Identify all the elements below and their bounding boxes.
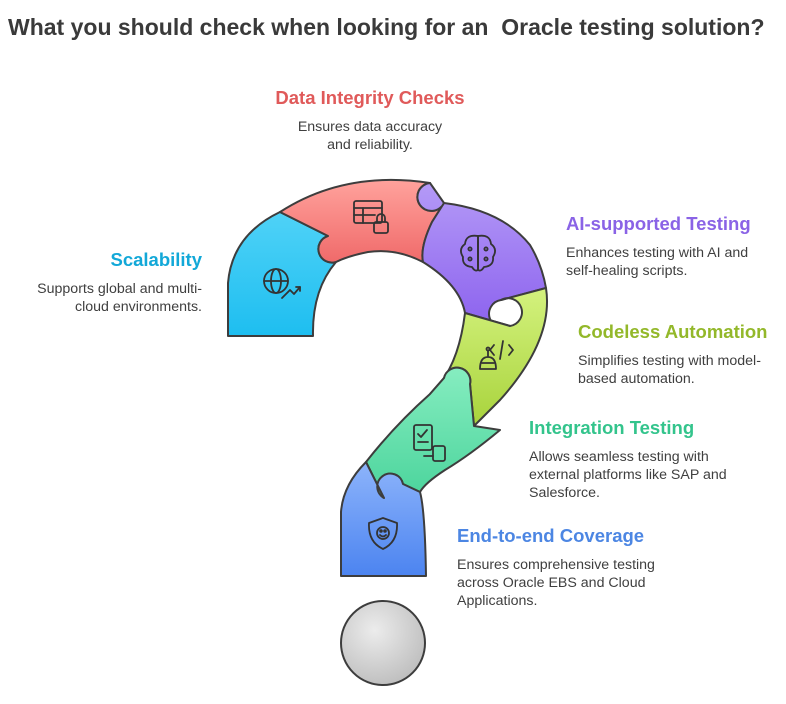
label-scalability: Scalability Supports global and multi-cl… — [10, 249, 202, 316]
heading-scalability: Scalability — [110, 249, 202, 270]
checklist-device-icon — [413, 424, 446, 462]
label-integration: Integration Testing Allows seamless test… — [529, 417, 744, 502]
heading-codeless: Codeless Automation — [578, 321, 768, 342]
shield-face-icon — [368, 517, 398, 550]
brain-icon — [460, 234, 496, 272]
label-ai-testing: AI-supported Testing Enhances testing wi… — [566, 213, 776, 280]
description-ai-testing: Enhances testing with AI and self-healin… — [566, 245, 749, 279]
question-mark-dot — [340, 600, 426, 686]
heading-data-integrity: Data Integrity Checks — [275, 87, 465, 108]
robot-code-icon — [479, 340, 514, 370]
heading-ai-testing: AI-supported Testing — [566, 213, 751, 234]
label-end-to-end: End-to-end Coverage Ensures comprehensiv… — [457, 525, 679, 610]
page-title: What you should check when looking for a… — [8, 14, 765, 40]
label-data-integrity: Data Integrity Checks Ensures data accur… — [250, 87, 490, 154]
table-lock-icon — [353, 200, 389, 234]
heading-integration: Integration Testing — [529, 417, 695, 438]
label-codeless: Codeless Automation Simplifies testing w… — [578, 321, 783, 388]
piece-ai-testing — [416, 182, 547, 329]
description-codeless: Simplifies testing with model-based auto… — [578, 353, 761, 387]
description-integration: Allows seamless testing with external pl… — [529, 449, 727, 501]
description-end-to-end: Ensures comprehensive testing across Ora… — [457, 557, 655, 609]
globe-growth-icon — [263, 268, 301, 299]
description-scalability: Supports global and multi-cloud environm… — [37, 281, 202, 315]
description-data-integrity: Ensures data accuracy and reliability. — [297, 119, 443, 153]
heading-end-to-end: End-to-end Coverage — [457, 525, 645, 546]
